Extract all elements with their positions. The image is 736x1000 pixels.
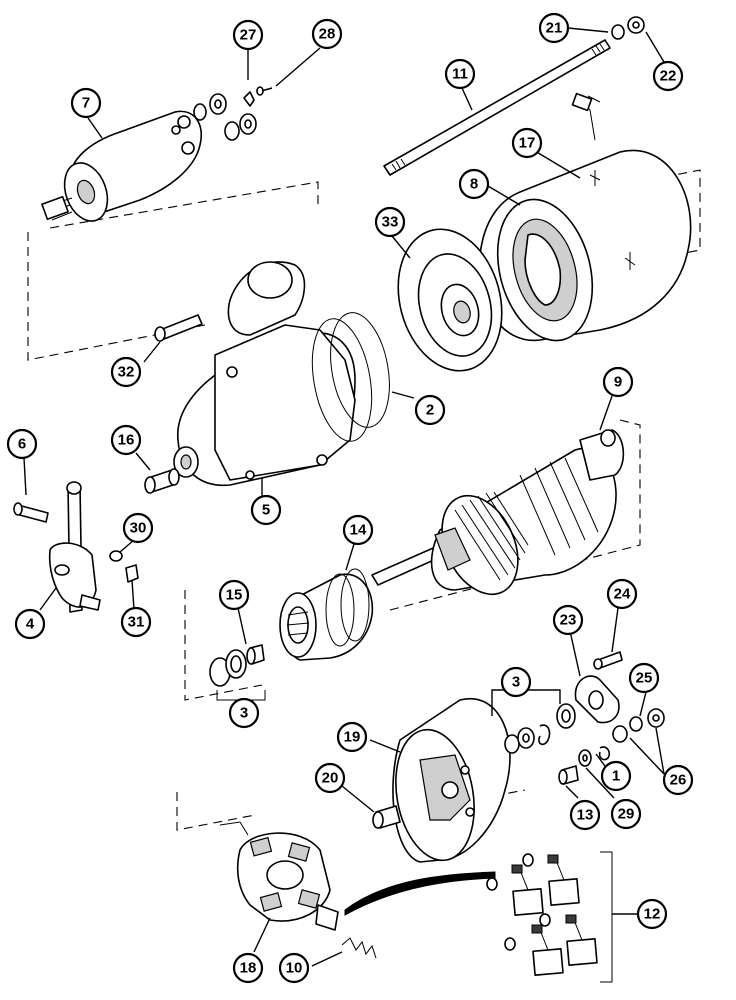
callout-22: 22 (652, 60, 684, 92)
svg-text:14: 14 (350, 522, 367, 539)
callout-15: 15 (218, 579, 250, 611)
svg-text:27: 27 (240, 27, 257, 44)
brush-holder-part (219, 821, 339, 931)
callouts: 7 27 28 21 22 11 17 8 33 32 2 9 6 16 5 1… (6, 12, 694, 984)
svg-text:10: 10 (286, 960, 303, 977)
pin-part-32 (154, 314, 203, 342)
leader-lines (23, 27, 665, 967)
svg-text:25: 25 (636, 670, 653, 687)
svg-text:13: 13 (577, 807, 594, 824)
callout-23: 23 (552, 604, 584, 636)
brush-set-part (486, 851, 613, 983)
field-frame-part (478, 92, 692, 342)
svg-text:23: 23 (560, 612, 577, 629)
shift-fork-part (13, 481, 139, 613)
commutator-end-frame-part (392, 697, 511, 863)
callout-32: 32 (110, 356, 142, 388)
svg-text:16: 16 (118, 432, 135, 449)
svg-text:21: 21 (546, 20, 563, 37)
callout-5: 5 (250, 494, 282, 526)
bush-part-16 (144, 468, 180, 494)
callout-12: 12 (636, 898, 668, 930)
small-washers-lower (504, 703, 665, 785)
rings-15-3 (209, 644, 266, 701)
svg-text:33: 33 (382, 214, 399, 231)
bracket-part-23 (574, 651, 623, 724)
svg-text:5: 5 (262, 502, 270, 519)
callout-27: 27 (232, 19, 264, 51)
svg-text:30: 30 (130, 520, 147, 537)
svg-text:7: 7 (82, 95, 90, 112)
callout-3-lower: 3 (228, 697, 260, 729)
callout-1: 1 (600, 760, 632, 792)
svg-text:18: 18 (240, 960, 257, 977)
svg-text:8: 8 (470, 176, 478, 193)
svg-text:17: 17 (519, 135, 536, 152)
svg-text:26: 26 (670, 772, 687, 789)
pinion-drive-part (279, 568, 374, 661)
callout-25: 25 (628, 662, 660, 694)
callout-31: 31 (120, 606, 152, 638)
callout-16: 16 (110, 424, 142, 456)
svg-text:31: 31 (128, 614, 145, 631)
svg-text:12: 12 (644, 906, 661, 923)
through-bolt-part (383, 16, 645, 176)
svg-text:22: 22 (660, 68, 677, 85)
callout-33: 33 (374, 206, 406, 238)
callout-13: 13 (569, 799, 601, 831)
svg-text:6: 6 (18, 436, 26, 453)
callout-20: 20 (314, 762, 346, 794)
washers-27-28 (193, 86, 273, 141)
solenoid-part (41, 110, 202, 222)
svg-text:32: 32 (118, 364, 135, 381)
svg-text:19: 19 (344, 729, 361, 746)
callout-14: 14 (342, 514, 374, 546)
armature-part (371, 429, 625, 596)
svg-text:15: 15 (226, 587, 243, 604)
callout-9: 9 (602, 366, 634, 398)
svg-text:2: 2 (426, 402, 434, 419)
callout-28: 28 (311, 18, 343, 50)
spring-part-10 (341, 937, 377, 959)
drive-end-housing-part (173, 261, 390, 487)
svg-text:4: 4 (26, 616, 35, 633)
svg-text:29: 29 (618, 806, 635, 823)
callout-26: 26 (662, 764, 694, 796)
svg-text:3: 3 (512, 674, 520, 691)
callout-29: 29 (610, 798, 642, 830)
callout-10: 10 (278, 952, 310, 984)
svg-text:1: 1 (612, 768, 620, 785)
svg-text:3: 3 (240, 705, 248, 722)
callout-7: 7 (70, 87, 102, 119)
svg-text:11: 11 (452, 66, 468, 83)
svg-text:28: 28 (319, 26, 336, 43)
callout-4: 4 (14, 608, 46, 640)
callout-30: 30 (122, 512, 154, 544)
bush-part-20 (372, 805, 401, 829)
svg-text:24: 24 (614, 586, 631, 603)
callout-8: 8 (458, 168, 490, 200)
callout-24: 24 (606, 578, 638, 610)
end-plate-part (397, 228, 503, 372)
callout-6: 6 (6, 428, 38, 460)
callout-18: 18 (232, 952, 264, 984)
direction-arrow (344, 871, 496, 916)
callout-3-upper: 3 (500, 666, 532, 698)
callout-17: 17 (511, 127, 543, 159)
callout-2: 2 (414, 394, 446, 426)
callout-21: 21 (538, 12, 570, 44)
callout-11: 11 (444, 58, 476, 90)
svg-text:20: 20 (322, 770, 339, 787)
svg-text:9: 9 (614, 374, 622, 391)
callout-19: 19 (336, 721, 368, 753)
